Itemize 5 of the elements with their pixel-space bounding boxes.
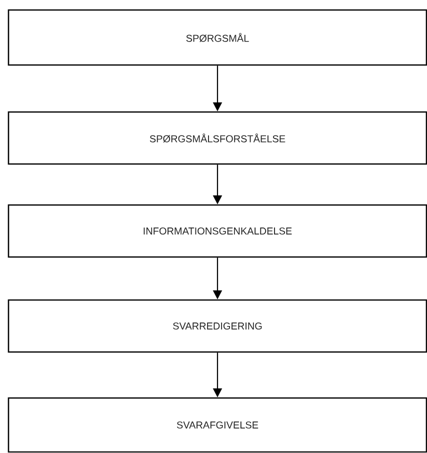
process-box: SVARREDIGERING: [8, 299, 427, 353]
process-box: SVARAFGIVELSE: [8, 397, 427, 453]
process-box: INFORMATIONSGENKALDELSE: [8, 204, 427, 258]
process-box: SPØRGSMÅL: [8, 9, 427, 66]
process-box: SPØRGSMÅLSFORSTÅELSE: [8, 111, 427, 165]
